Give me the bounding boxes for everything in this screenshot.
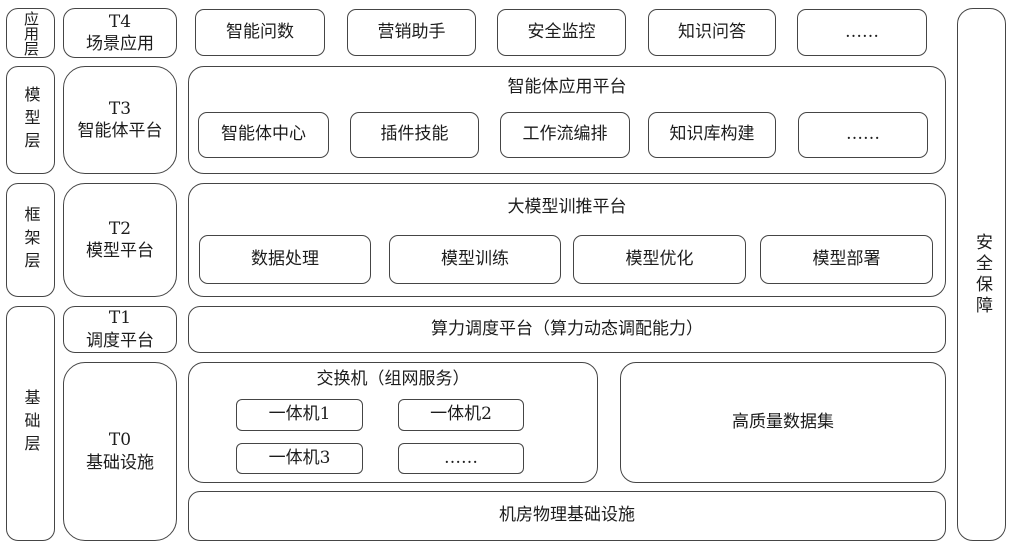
model-platform-title: 大模型训推平台 xyxy=(507,196,627,217)
model-box-data-processing: 数据处理 xyxy=(199,235,371,284)
datacenter-bar: 机房物理基础设施 xyxy=(188,491,946,541)
tier-t2-name: 模型平台 xyxy=(86,241,154,261)
all-in-one-machine-2: 一体机2 xyxy=(398,399,524,431)
agent-box-knowledge-base: 知识库构建 xyxy=(648,112,776,158)
layer-label-application: 应用层 xyxy=(6,8,55,58)
tier-t0: T0 基础设施 xyxy=(63,362,177,541)
tier-t1: T1 调度平台 xyxy=(63,306,177,353)
model-platform-container: 大模型训推平台 数据处理 模型训练 模型优化 模型部署 xyxy=(188,183,946,297)
tier-t4: T4 场景应用 xyxy=(63,8,177,58)
layer-label-model: 模型层 xyxy=(6,66,55,174)
tier-t1-code: T1 xyxy=(108,308,132,329)
switch-cluster-container: 交换机（组网服务） 一体机1 一体机2 一体机3 …… xyxy=(188,362,598,483)
scheduling-platform-bar: 算力调度平台（算力动态调配能力） xyxy=(188,306,946,353)
all-in-one-machine-ellipsis: …… xyxy=(398,443,524,474)
layer-label-framework: 框架层 xyxy=(6,183,55,297)
security-column: 安全保障 xyxy=(957,8,1006,541)
model-box-model-optimization: 模型优化 xyxy=(573,235,746,284)
tier-t3-code: T3 xyxy=(108,98,132,119)
tier-t4-name: 场景应用 xyxy=(86,34,154,54)
layer-label-infrastructure: 基础层 xyxy=(6,306,55,541)
tier-t0-code: T0 xyxy=(108,430,132,451)
agent-box-workflow-orchestration: 工作流编排 xyxy=(500,112,630,158)
app-box-ellipsis: …… xyxy=(797,9,927,56)
agent-box-agent-center: 智能体中心 xyxy=(198,112,329,158)
dataset-box: 高质量数据集 xyxy=(620,362,946,483)
tier-t2-code: T2 xyxy=(108,218,132,239)
agent-box-ellipsis: …… xyxy=(798,112,928,158)
app-box-knowledge-qa: 知识问答 xyxy=(648,9,776,56)
app-box-marketing-assistant: 营销助手 xyxy=(347,9,476,56)
model-box-model-training: 模型训练 xyxy=(389,235,561,284)
tier-t3-name: 智能体平台 xyxy=(77,121,163,141)
tier-t2: T2 模型平台 xyxy=(63,183,177,297)
app-box-smart-data-qa: 智能问数 xyxy=(195,9,325,56)
tier-t0-name: 基础设施 xyxy=(86,452,154,473)
all-in-one-machine-3: 一体机3 xyxy=(236,443,363,474)
tier-t4-code: T4 xyxy=(108,11,132,32)
agent-platform-title: 智能体应用平台 xyxy=(507,77,627,98)
agent-box-plugin-skills: 插件技能 xyxy=(350,112,479,158)
all-in-one-machine-1: 一体机1 xyxy=(236,399,363,431)
switch-cluster-title: 交换机（组网服务） xyxy=(316,369,470,390)
tier-t3: T3 智能体平台 xyxy=(63,66,177,174)
agent-platform-container: 智能体应用平台 智能体中心 插件技能 工作流编排 知识库构建 …… xyxy=(188,66,946,174)
model-box-model-deployment: 模型部署 xyxy=(760,235,933,284)
app-box-security-monitoring: 安全监控 xyxy=(497,9,626,56)
tier-t1-name: 调度平台 xyxy=(86,330,154,351)
